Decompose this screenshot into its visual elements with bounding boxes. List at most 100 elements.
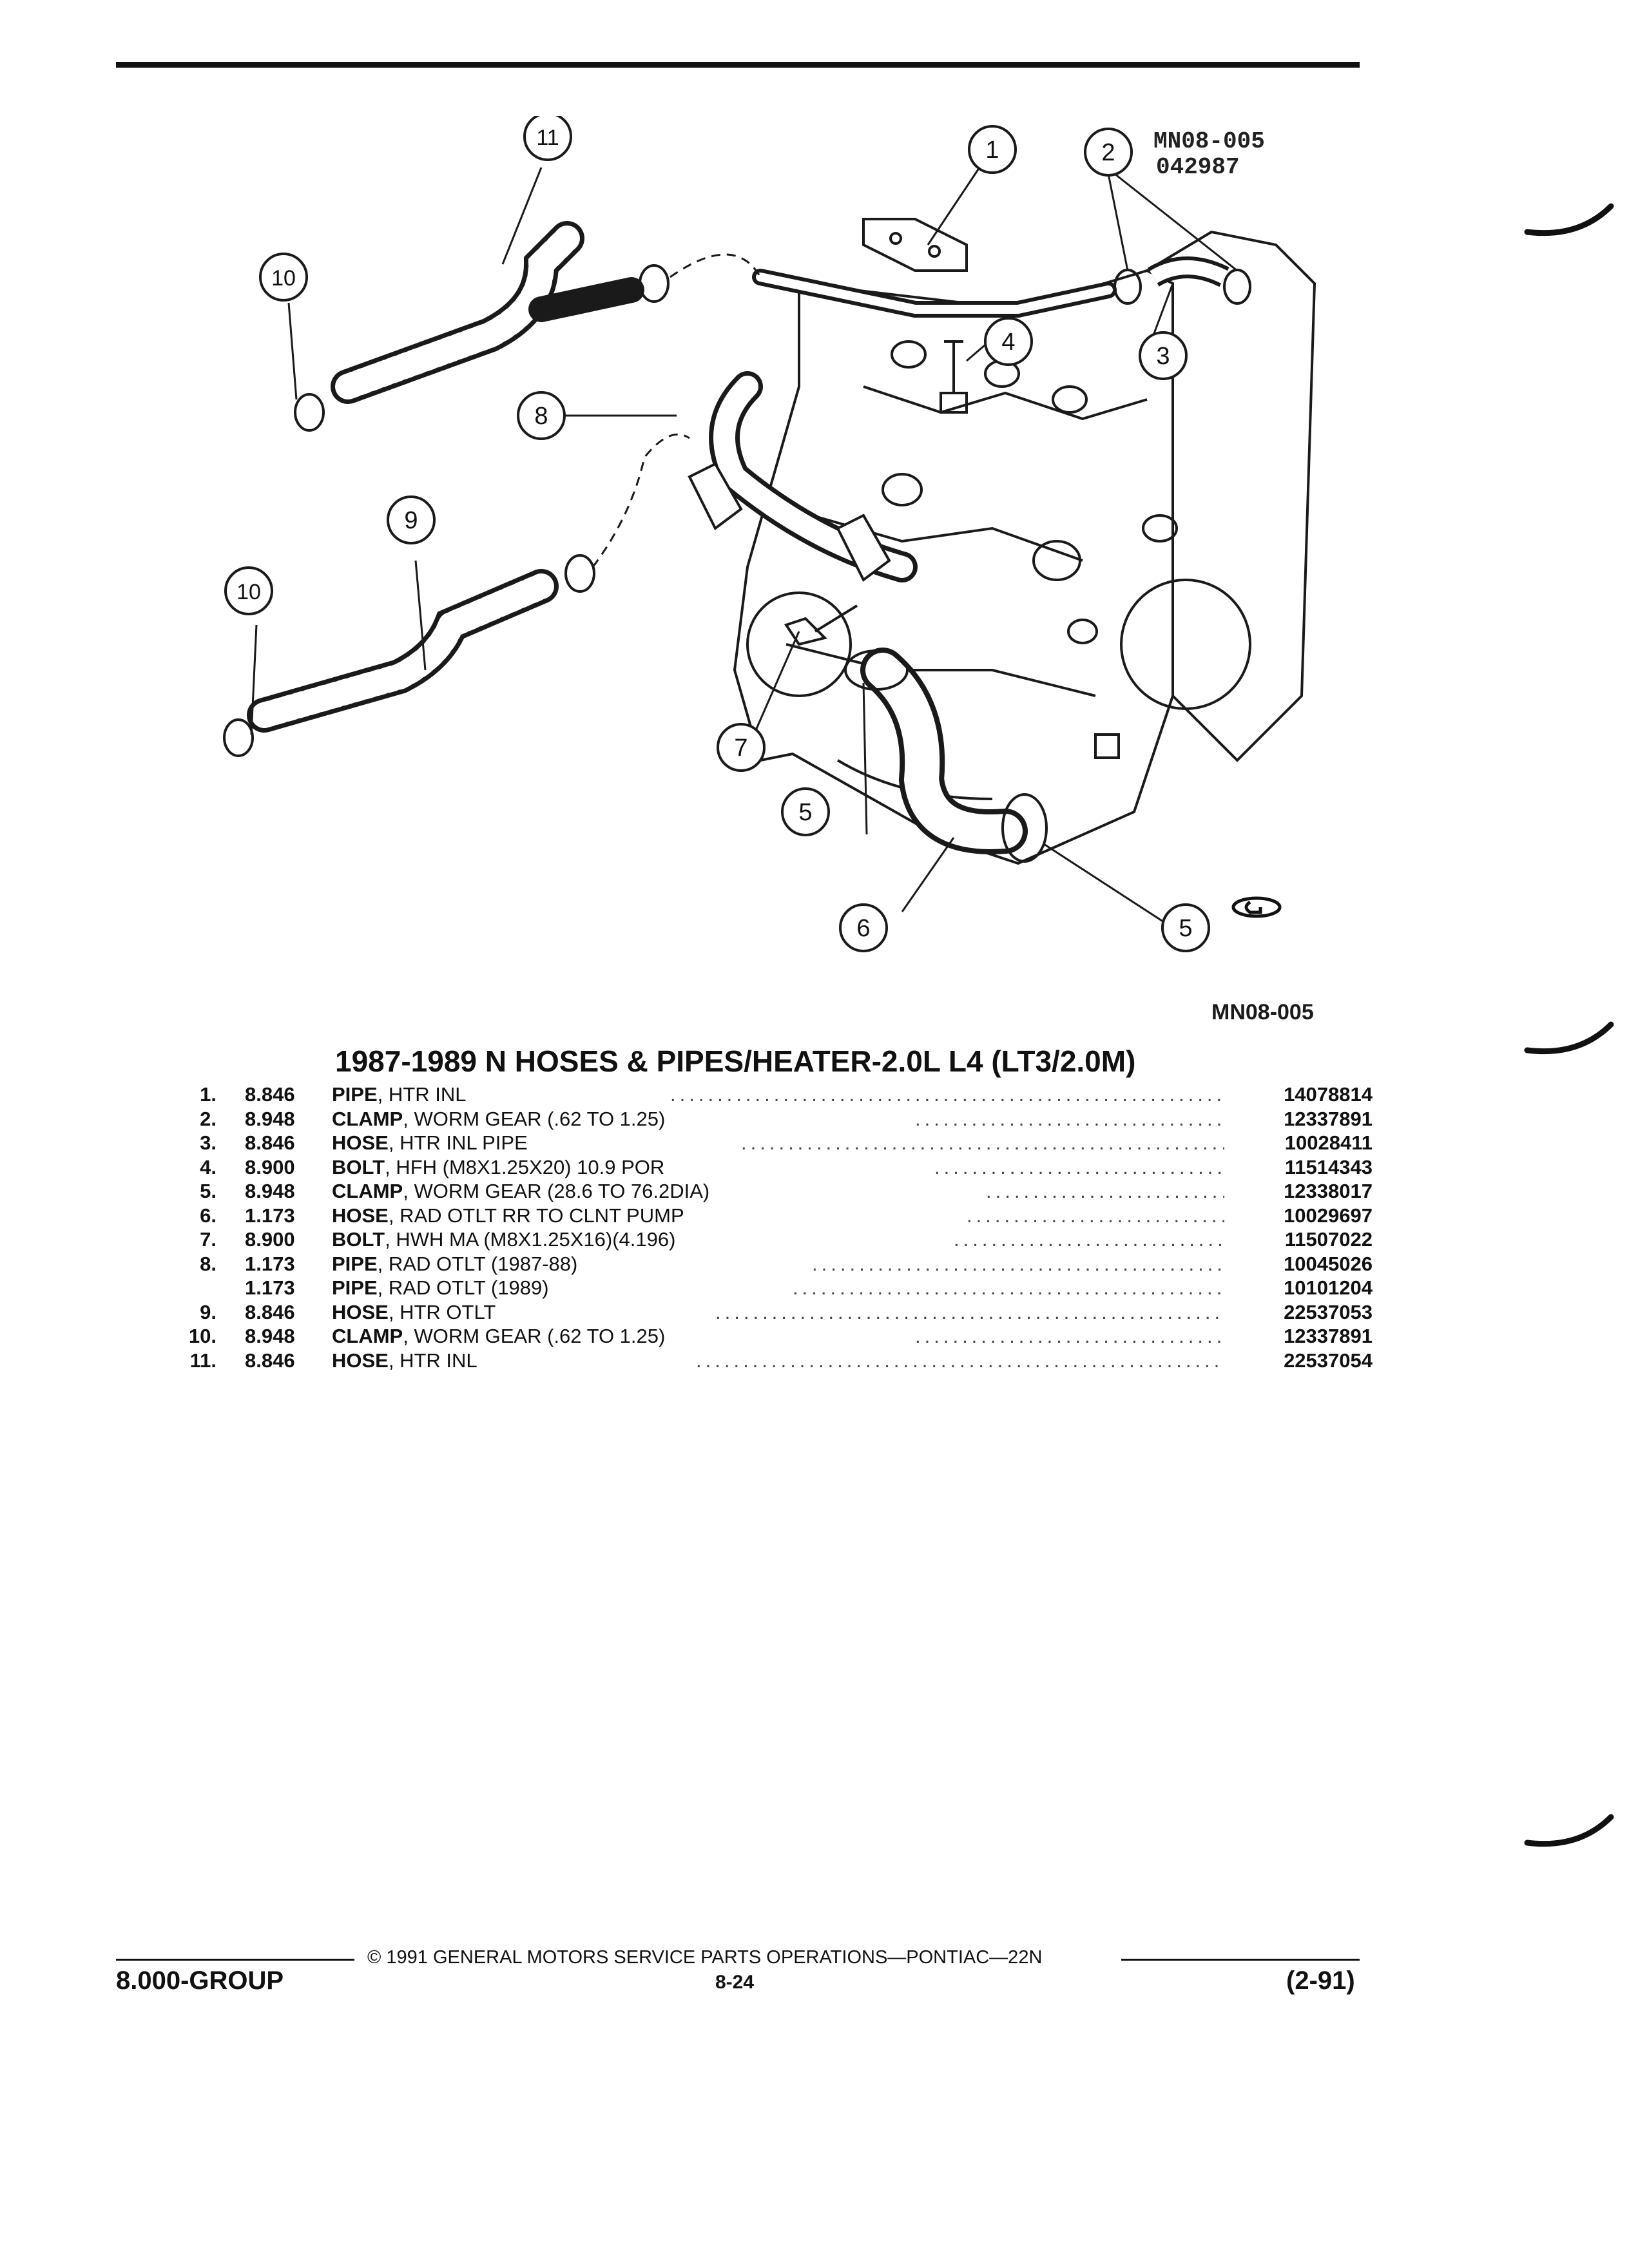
part-detail: , HTR INL PIPE	[388, 1131, 528, 1154]
pulley-circle	[1120, 579, 1251, 710]
hose-clamp	[564, 554, 595, 593]
part-name: BOLT	[332, 1155, 385, 1178]
callout-11-label: 11	[536, 126, 559, 150]
binder-ring-mark	[1524, 1814, 1614, 1847]
part-number: 11514343	[1284, 1155, 1373, 1178]
footer-rule-right	[1121, 1959, 1360, 1961]
part-description: PIPE, RAD OTLT (1989)	[332, 1276, 549, 1300]
binder-ring-mark	[1524, 1021, 1614, 1055]
heater-inlet-hose-end	[528, 277, 644, 322]
part-description: HOSE, HTR OTLT	[332, 1300, 496, 1325]
callout-5-label: 5	[798, 799, 812, 826]
group-label: 8.000-GROUP	[116, 1966, 284, 1995]
item-number: 5.	[200, 1180, 217, 1202]
group-number: 8.846	[245, 1131, 295, 1154]
item-number: 9.	[200, 1300, 217, 1323]
callout-10-circle	[224, 566, 273, 615]
callout-3-label: 3	[1156, 343, 1170, 370]
part-number: 11507022	[1284, 1228, 1373, 1251]
group-number: 8.900	[245, 1155, 295, 1178]
parts-list-row: 1.173 PIPE, RAD OTLT (1989) ............…	[161, 1276, 1373, 1300]
part-description: BOLT, HFH (M8X1.25X20) 10.9 POR	[332, 1155, 664, 1180]
dot-leader: ........................................…	[915, 1325, 1224, 1347]
part-number: 22537053	[1284, 1300, 1373, 1323]
dot-leader: ........................................…	[670, 1083, 1224, 1106]
port-ellipse	[1067, 619, 1098, 644]
part-name: HOSE	[332, 1349, 389, 1372]
pulley-circle	[746, 591, 852, 697]
worm-gear-clamp	[1113, 269, 1142, 305]
item-number: 8.	[200, 1252, 217, 1275]
parts-list-row: 9. 8.846 HOSE, HTR OTLT ................…	[161, 1300, 1373, 1325]
part-detail: , RAD OTLT (1989)	[377, 1276, 549, 1299]
group-number: 8.846	[245, 1083, 295, 1106]
callout-2-label: 2	[1101, 139, 1115, 166]
figure-code-top: MN08-005	[1153, 128, 1265, 155]
bolt-hfh	[940, 340, 968, 414]
group-number: 8.948	[245, 1107, 295, 1130]
figure-code-bottom: MN08-005	[1211, 1000, 1314, 1024]
callout-1-label: 1	[985, 137, 999, 164]
engine-boss	[1094, 733, 1120, 759]
part-name: HOSE	[332, 1300, 389, 1323]
dot-leader: ........................................…	[715, 1300, 1224, 1323]
dot-leader: ........................................…	[812, 1252, 1224, 1275]
part-name: PIPE	[332, 1276, 378, 1299]
part-description: HOSE, HTR INL	[332, 1349, 477, 1373]
callout-9-circle	[387, 495, 436, 544]
part-detail: , WORM GEAR (28.6 TO 76.2DIA)	[403, 1180, 710, 1202]
part-detail: , HTR INL	[388, 1349, 477, 1372]
part-description: PIPE, HTR INL	[332, 1082, 466, 1107]
revision-date: (2-91)	[1286, 1966, 1355, 1995]
part-number: 10028411	[1284, 1131, 1373, 1154]
callout-8-circle	[517, 391, 566, 440]
callout-2-circle	[1084, 128, 1133, 177]
gc-logo	[1231, 896, 1282, 918]
dot-leader: ........................................…	[915, 1107, 1224, 1130]
group-number: 8.846	[245, 1300, 295, 1323]
worm-gear-clamp-large	[844, 649, 909, 691]
callout-11-circle	[523, 116, 572, 161]
exploded-view-diagram: 1 2 3 4 5 5 6 7 8 9 10 10 11	[223, 116, 1316, 952]
item-number: 6.	[200, 1204, 217, 1227]
page-number: 8-24	[715, 1972, 755, 1993]
dot-leader: ........................................…	[967, 1204, 1224, 1227]
part-name: BOLT	[332, 1228, 385, 1251]
callout-7-circle	[717, 723, 766, 772]
callout-6-label: 6	[856, 915, 870, 942]
callout-8-label: 8	[534, 403, 548, 430]
part-detail: , RAD OTLT (1987-88)	[377, 1252, 578, 1275]
part-detail: , WORM GEAR (.62 TO 1.25)	[403, 1107, 666, 1130]
part-number: 14078814	[1284, 1083, 1373, 1106]
callout-10-label: 10	[236, 580, 261, 604]
part-name: PIPE	[332, 1083, 378, 1106]
heater-inlet-pipe-core	[756, 273, 1113, 314]
part-number: 10101204	[1284, 1276, 1373, 1299]
figure-code-block: MN08-005 042987	[1153, 129, 1265, 180]
binder-marks	[1524, 203, 1614, 1847]
part-name: HOSE	[332, 1204, 389, 1227]
bolt-hwh	[784, 604, 858, 646]
part-description: HOSE, RAD OTLT RR TO CLNT PUMP	[332, 1204, 684, 1228]
part-detail: , RAD OTLT RR TO CLNT PUMP	[388, 1204, 684, 1227]
part-number: 22537054	[1284, 1349, 1373, 1372]
part-name: CLAMP	[332, 1107, 403, 1130]
parts-list-row: 7. 8.900 BOLT, HWH MA (M8X1.25X16)(4.196…	[161, 1227, 1373, 1252]
item-number: 7.	[200, 1228, 217, 1251]
dot-leader: ........................................…	[696, 1349, 1224, 1372]
port-ellipse	[1142, 514, 1178, 543]
parts-list-row: 1. 8.846 PIPE, HTR INL .................…	[161, 1082, 1373, 1107]
part-number: 12337891	[1284, 1107, 1373, 1130]
group-number: 1.173	[245, 1276, 295, 1299]
parts-list-row: 5. 8.948 CLAMP, WORM GEAR (28.6 TO 76.2D…	[161, 1179, 1373, 1204]
hose-clamp	[294, 393, 325, 432]
part-detail: , HFH (M8X1.25X20) 10.9 POR	[385, 1155, 665, 1178]
port-ellipse	[891, 340, 927, 369]
part-name: CLAMP	[332, 1325, 403, 1347]
engine-side-panel	[1146, 230, 1316, 762]
worm-gear-clamp-large	[1001, 793, 1048, 863]
dot-leader: ........................................…	[741, 1131, 1224, 1154]
item-number: 10.	[188, 1325, 217, 1347]
port-ellipse	[882, 473, 923, 506]
callout-10-circle	[259, 253, 308, 302]
